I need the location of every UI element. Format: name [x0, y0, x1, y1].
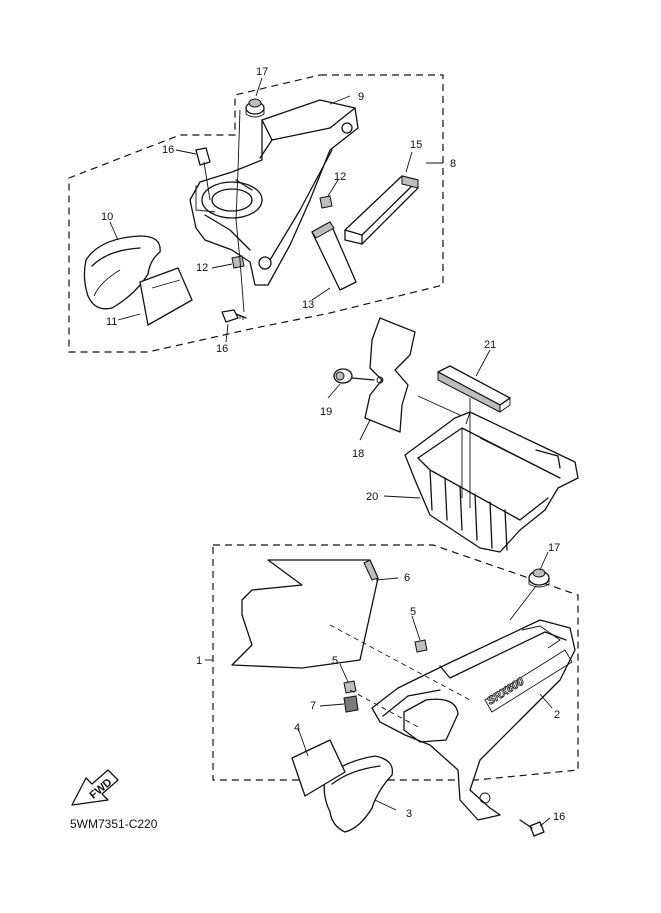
middle-assembly-group	[327, 317, 579, 553]
bottom-assembly-group: SRX600	[205, 544, 579, 837]
clip-part-15	[195, 147, 211, 166]
callout-19: 19	[320, 406, 332, 418]
grommet-part-bottom	[528, 568, 550, 588]
callout-6: 6	[404, 572, 410, 584]
callout-5-upper: 5	[410, 606, 416, 618]
battery-box-part-20	[404, 411, 579, 553]
bolt-part-19	[333, 368, 384, 384]
side-cover-part-2: SRX600	[371, 619, 576, 821]
callout-10: 10	[101, 211, 113, 223]
callout-4: 4	[294, 722, 300, 734]
callout-5-lower: 5	[332, 655, 338, 667]
top-group-boundary	[68, 74, 444, 353]
bolt-part-16-bottom	[519, 819, 545, 837]
callout-9: 9	[358, 91, 364, 103]
sheet-part-18	[364, 317, 416, 433]
bottom-leaders	[205, 551, 553, 827]
nut-part-12a	[319, 195, 333, 209]
callout-labels: 17 9 8 15 16 12 10 12 13 11 16 21 19 18 …	[101, 66, 565, 823]
callout-11: 11	[106, 316, 117, 328]
rear-frame-part	[189, 99, 359, 286]
callout-2: 2	[554, 709, 560, 721]
pad-part-14	[344, 175, 419, 245]
callout-17-bottom: 17	[548, 542, 560, 554]
drawing-code: 5WM7351-C220	[70, 817, 158, 831]
callout-14: 15	[410, 139, 422, 151]
callout-17-top: 17	[256, 66, 268, 78]
callout-12-upper: 12	[334, 171, 346, 183]
callout-3: 3	[406, 808, 412, 820]
fwd-arrow: FWD	[71, 769, 119, 806]
top-leaders	[109, 77, 443, 343]
callout-16-top: 16	[216, 343, 228, 355]
damper-part-7	[343, 695, 359, 713]
pad-part-21	[437, 365, 511, 413]
inner-panel-part-6	[231, 559, 379, 669]
callout-18: 18	[352, 448, 364, 460]
cover-part-10	[83, 235, 161, 310]
block-part-13	[311, 221, 357, 291]
callout-7: 7	[310, 700, 316, 712]
clip-part-5b	[343, 680, 357, 694]
panel-part-11	[139, 267, 193, 326]
callout-8: 8	[450, 158, 456, 170]
middle-leaders	[327, 349, 491, 508]
callout-16-bottom: 16	[553, 811, 565, 823]
bottom-group-boundary	[212, 544, 579, 781]
callout-13: 13	[302, 299, 314, 311]
bolt-part-16-top	[221, 309, 247, 323]
clip-part-5a	[414, 639, 428, 653]
callout-1: 1	[196, 655, 202, 667]
callout-20: 20	[366, 491, 378, 503]
top-assembly-group	[68, 74, 444, 353]
panel-part-4	[291, 739, 346, 797]
grommet-part-top	[245, 98, 265, 118]
callout-15: 16	[162, 144, 174, 156]
callout-12-lower: 12	[196, 262, 208, 274]
nut-part-12b	[231, 255, 245, 269]
callout-21: 21	[484, 339, 496, 351]
